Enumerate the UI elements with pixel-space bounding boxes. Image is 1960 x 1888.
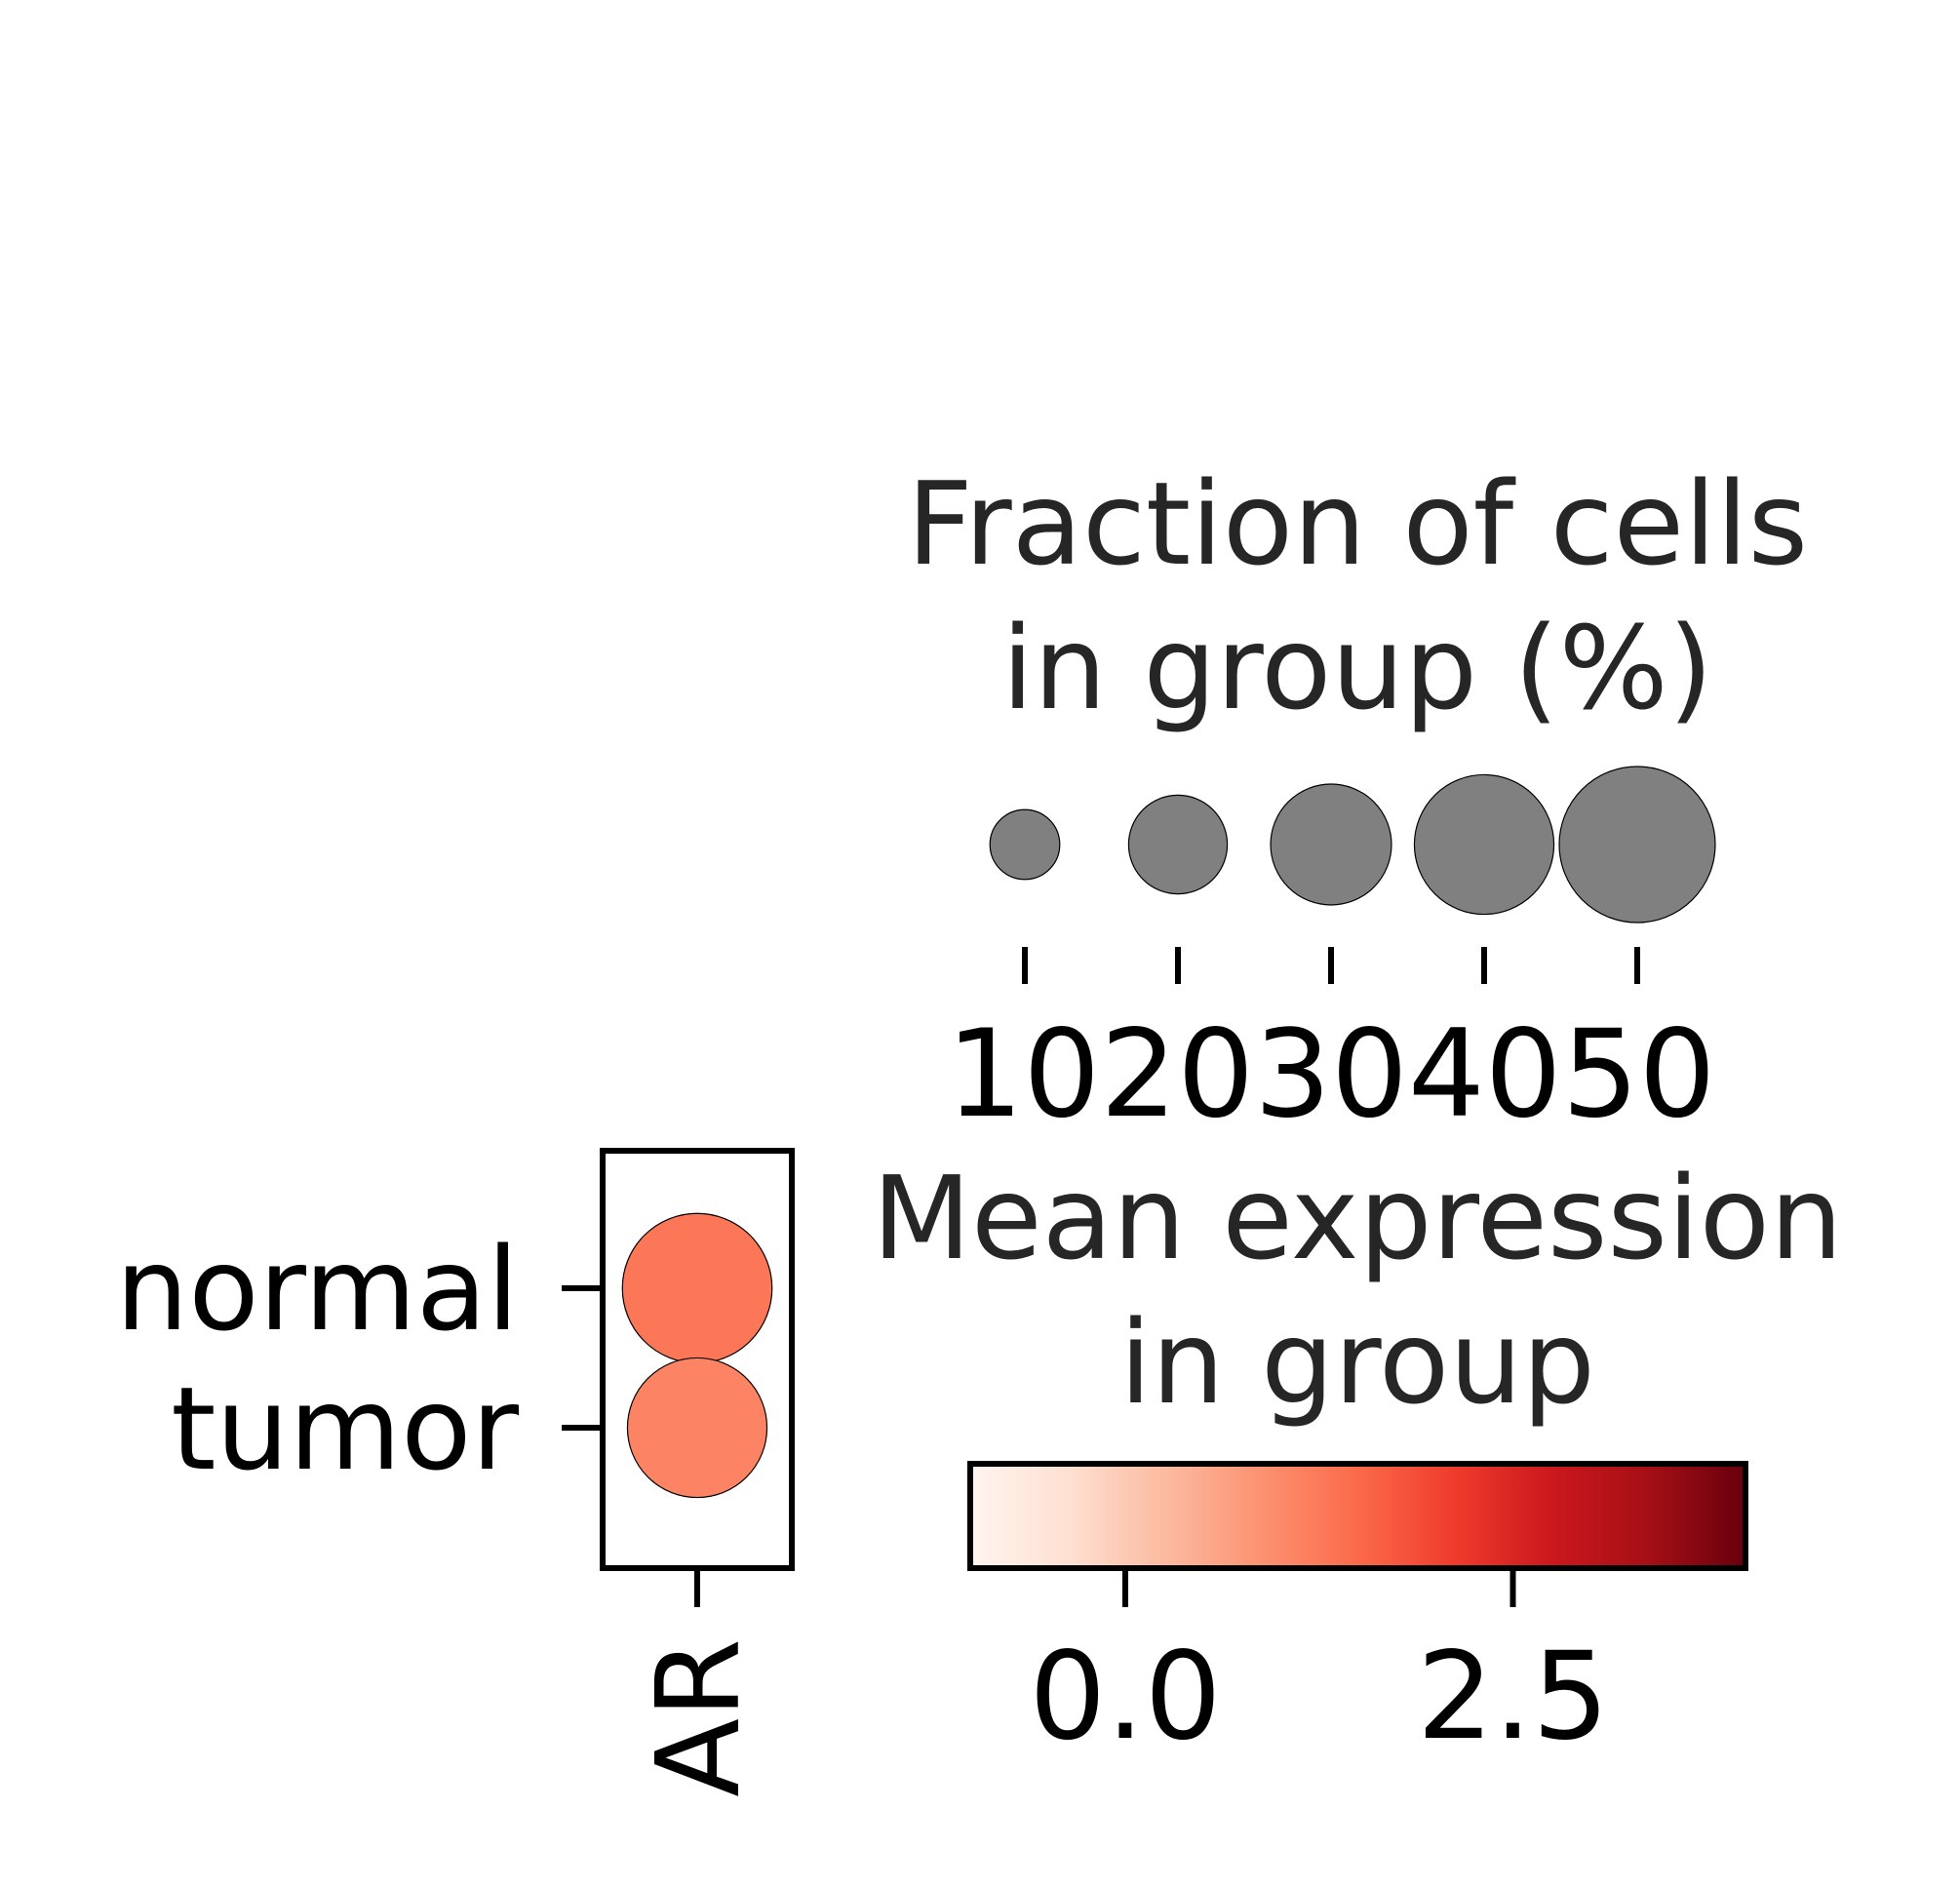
expression-colorbar bbox=[967, 1461, 1748, 1571]
dot-tumor-AR bbox=[626, 1357, 768, 1499]
fraction-legend-tick-label: 10 bbox=[947, 1004, 1101, 1145]
fraction-legend-tick-label: 30 bbox=[1254, 1004, 1408, 1145]
expression-legend: Mean expression in group 0.0 2.5 bbox=[872, 1151, 1843, 1767]
fraction-legend-dot bbox=[1127, 794, 1229, 895]
expression-legend-title-line-2: in group bbox=[1119, 1295, 1595, 1430]
fraction-legend-tick-label: 20 bbox=[1100, 1004, 1254, 1145]
fraction-legend-ticks: 1020304050 bbox=[947, 947, 1716, 1145]
gene-label: AR bbox=[631, 1638, 765, 1797]
fraction-legend-dot bbox=[1413, 773, 1555, 916]
expression-legend-title-line-1: Mean expression bbox=[872, 1151, 1843, 1285]
group-label: normal bbox=[116, 1222, 519, 1357]
fraction-legend-dot bbox=[1270, 783, 1392, 906]
fraction-legend: Fraction of cells in group (%) 102030405… bbox=[907, 456, 1808, 1145]
fraction-legend-dots bbox=[989, 766, 1716, 924]
fraction-legend-dot bbox=[989, 808, 1061, 881]
fraction-legend-tick-label: 50 bbox=[1562, 1004, 1716, 1145]
fraction-legend-dot bbox=[1558, 766, 1716, 924]
dot-normal-AR bbox=[621, 1212, 773, 1364]
expression-colorbar-ticks: 0.0 2.5 bbox=[1029, 1568, 1609, 1767]
expression-colorbar-tick-label: 0.0 bbox=[1029, 1627, 1221, 1767]
group-label: tumor bbox=[171, 1361, 519, 1496]
gene-axis: AR bbox=[631, 1568, 765, 1797]
fraction-legend-tick-labels: 1020304050 bbox=[947, 1004, 1716, 1145]
dot-marks bbox=[621, 1212, 773, 1499]
fraction-legend-title-line-2: in group (%) bbox=[1001, 601, 1713, 735]
fraction-legend-title-line-1: Fraction of cells bbox=[907, 456, 1808, 591]
expression-colorbar-tick-label: 2.5 bbox=[1417, 1627, 1609, 1767]
fraction-legend-tick-label: 40 bbox=[1408, 1004, 1562, 1145]
